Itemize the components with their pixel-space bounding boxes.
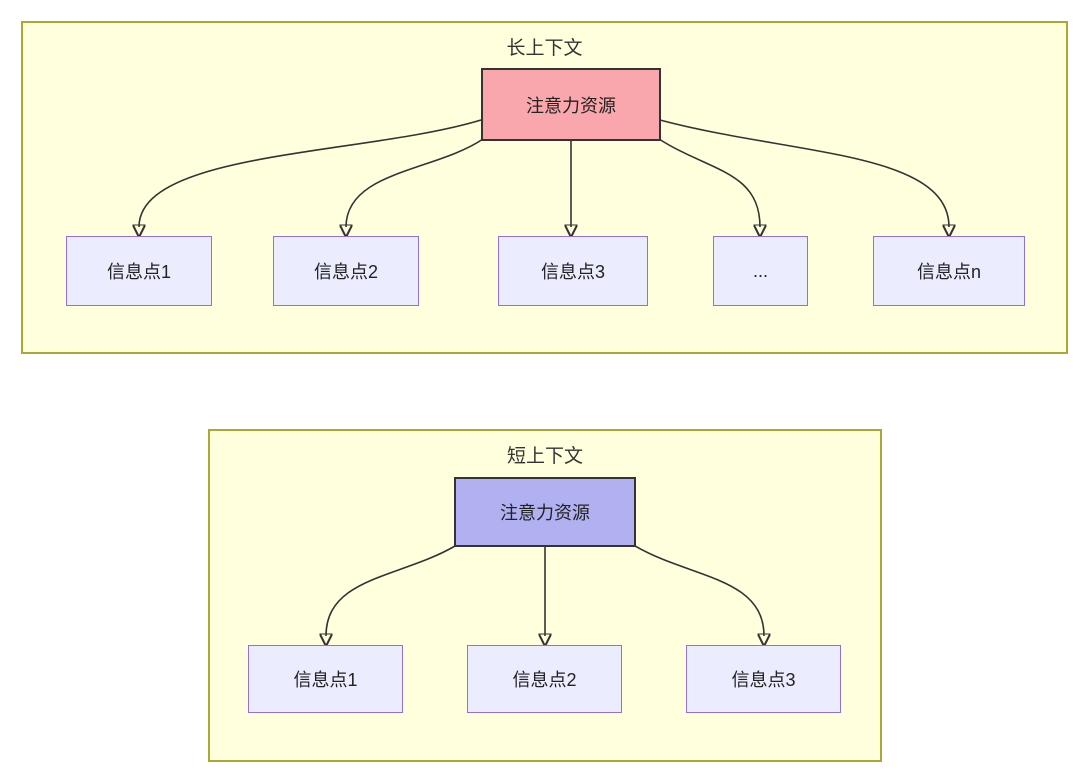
edge-long-to-info2 — [346, 138, 484, 227]
attention-node-long: 注意力资源 — [481, 68, 661, 141]
edge-long-to-ellipsis — [658, 138, 760, 227]
attention-node-short: 注意力资源 — [454, 477, 636, 547]
cluster-long-context: 长上下文 注意力资源 信息点1 信息点2 信息点3 ... 信息点n — [21, 21, 1068, 354]
cluster-short-title: 短上下文 — [506, 446, 583, 467]
info-node-long-2: 信息点2 — [273, 236, 419, 306]
info-node-long-1: 信息点1 — [66, 236, 212, 306]
cluster-long-title: 长上下文 — [506, 38, 583, 59]
info-node-short-2: 信息点2 — [467, 645, 622, 713]
info-node-long-3: 信息点3 — [498, 236, 648, 306]
cluster-short-context: 短上下文 注意力资源 信息点1 信息点2 信息点3 — [208, 429, 882, 762]
edge-short-to-info1 — [326, 545, 456, 636]
edge-long-to-infon — [659, 119, 949, 227]
info-node-long-n: 信息点n — [873, 236, 1025, 306]
info-node-long-ellipsis: ... — [713, 236, 808, 306]
edge-long-to-info1 — [139, 119, 482, 227]
info-node-short-1: 信息点1 — [248, 645, 403, 713]
edge-short-to-info3 — [634, 545, 764, 636]
info-node-short-3: 信息点3 — [686, 645, 841, 713]
